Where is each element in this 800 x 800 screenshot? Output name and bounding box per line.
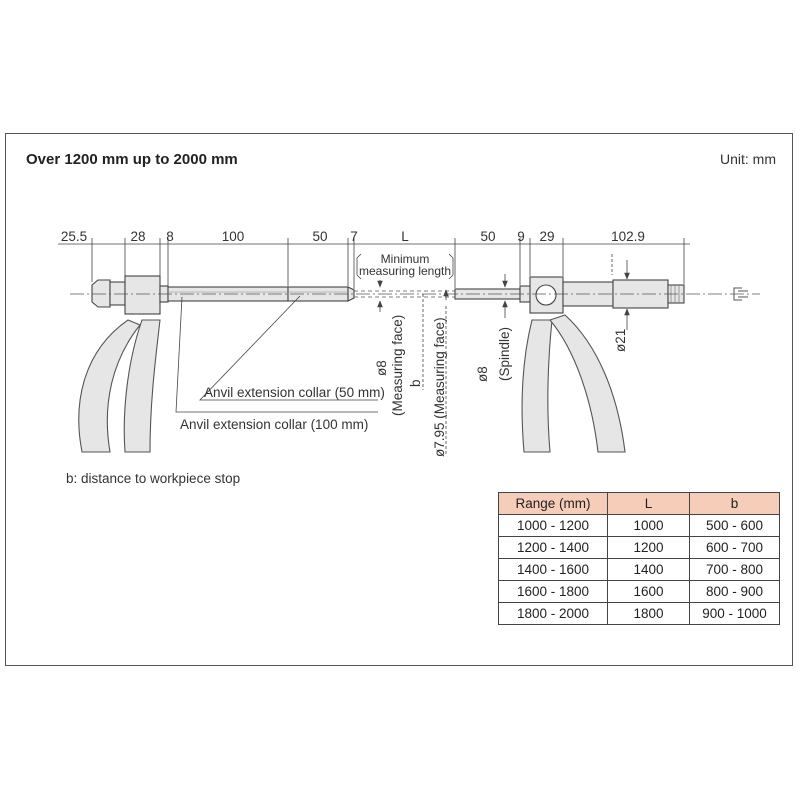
anvil-collar-100-label: Anvil extension collar (100 mm) xyxy=(180,417,368,432)
dim-8: 8 xyxy=(166,229,174,244)
spindle-dia: ø8 xyxy=(475,366,490,382)
measuring-face-left-dia: ø8 xyxy=(374,360,389,376)
table-cell-range: 1000 - 1200 xyxy=(498,514,608,537)
unit-label: Unit: mm xyxy=(720,151,776,167)
table-cell-range: 1400 - 1600 xyxy=(498,558,608,581)
spindle-sub: (Spindle) xyxy=(497,327,512,381)
table-row: 1400 - 1600 1400 700 - 800 xyxy=(498,558,780,581)
dia-21-callout: ø21 xyxy=(613,260,630,352)
table-cell-b: 500 - 600 xyxy=(689,514,780,537)
table-cell-l: 1200 xyxy=(607,536,690,559)
dim-102-9: 102.9 xyxy=(611,229,645,244)
workpiece-stop-note: b: distance to workpiece stop xyxy=(66,471,241,486)
table-cell-b: 800 - 900 xyxy=(689,580,780,603)
table-cell-b: 700 - 800 xyxy=(689,558,780,581)
collar-leaders xyxy=(175,295,378,413)
table-cell-range: 1200 - 1400 xyxy=(498,536,608,559)
table-cell-b: 900 - 1000 xyxy=(689,602,780,625)
minimum-label-line2: measuring length xyxy=(359,264,451,278)
table-cell-range: 1800 - 2000 xyxy=(498,602,608,625)
table-cell-range: 1600 - 1800 xyxy=(498,580,608,603)
measuring-face-left-callout: ø8 (Measuring face) xyxy=(374,280,405,416)
b-dimension: b xyxy=(408,294,424,390)
minimum-label-line1: Minimum xyxy=(381,252,430,266)
dim-50-right: 50 xyxy=(480,229,495,244)
right-frame-bow xyxy=(521,314,626,453)
anvil-assembly xyxy=(91,275,355,315)
diagram-frame xyxy=(5,133,793,666)
table-header-b: b xyxy=(689,492,780,515)
dim-29: 29 xyxy=(539,229,554,244)
anvil-collar-50-label: Anvil extension collar (50 mm) xyxy=(204,385,385,400)
table-cell-l: 1400 xyxy=(607,558,690,581)
left-frame-bow xyxy=(78,319,161,453)
table-row: 1800 - 2000 1800 900 - 1000 xyxy=(498,602,780,625)
table-cell-b: 600 - 700 xyxy=(689,536,780,559)
table-row: 1200 - 1400 1200 600 - 700 xyxy=(498,536,780,559)
table-cell-l: 1800 xyxy=(607,602,690,625)
minimum-length-label: Minimum measuring length xyxy=(356,252,454,280)
range-table: Range (mm) L b 1000 - 1200 1000 500 - 60… xyxy=(498,492,780,625)
table-row: 1000 - 1200 1000 500 - 600 xyxy=(498,514,780,537)
page-title: Over 1200 mm up to 2000 mm xyxy=(26,151,238,168)
spindle-callout: ø8 (Spindle) xyxy=(475,274,512,382)
b-label: b xyxy=(408,379,423,387)
head-assembly xyxy=(454,276,685,314)
table-header-row: Range (mm) L b xyxy=(498,492,780,515)
dim-25-5: 25.5 xyxy=(61,229,87,244)
measuring-face-right-callout: ø7.95 (Measuring face) xyxy=(432,289,449,457)
table-header-range: Range (mm) xyxy=(498,492,608,515)
dim-9: 9 xyxy=(517,229,525,244)
dia-21-label: ø21 xyxy=(613,329,628,352)
table-row: 1600 - 1800 1600 800 - 900 xyxy=(498,580,780,603)
measuring-face-right-label: ø7.95 (Measuring face) xyxy=(432,317,447,457)
table-header-l: L xyxy=(607,492,690,515)
table-cell-l: 1000 xyxy=(607,514,690,537)
dim-28: 28 xyxy=(130,229,145,244)
dim-50-left: 50 xyxy=(312,229,327,244)
measuring-face-left-sub: (Measuring face) xyxy=(390,315,405,416)
table-cell-l: 1600 xyxy=(607,580,690,603)
dim-100: 100 xyxy=(222,229,245,244)
dim-l: L xyxy=(401,229,409,244)
dim-7: 7 xyxy=(350,229,358,244)
ratchet-end-icon xyxy=(733,287,748,301)
dimension-lines xyxy=(58,238,690,289)
